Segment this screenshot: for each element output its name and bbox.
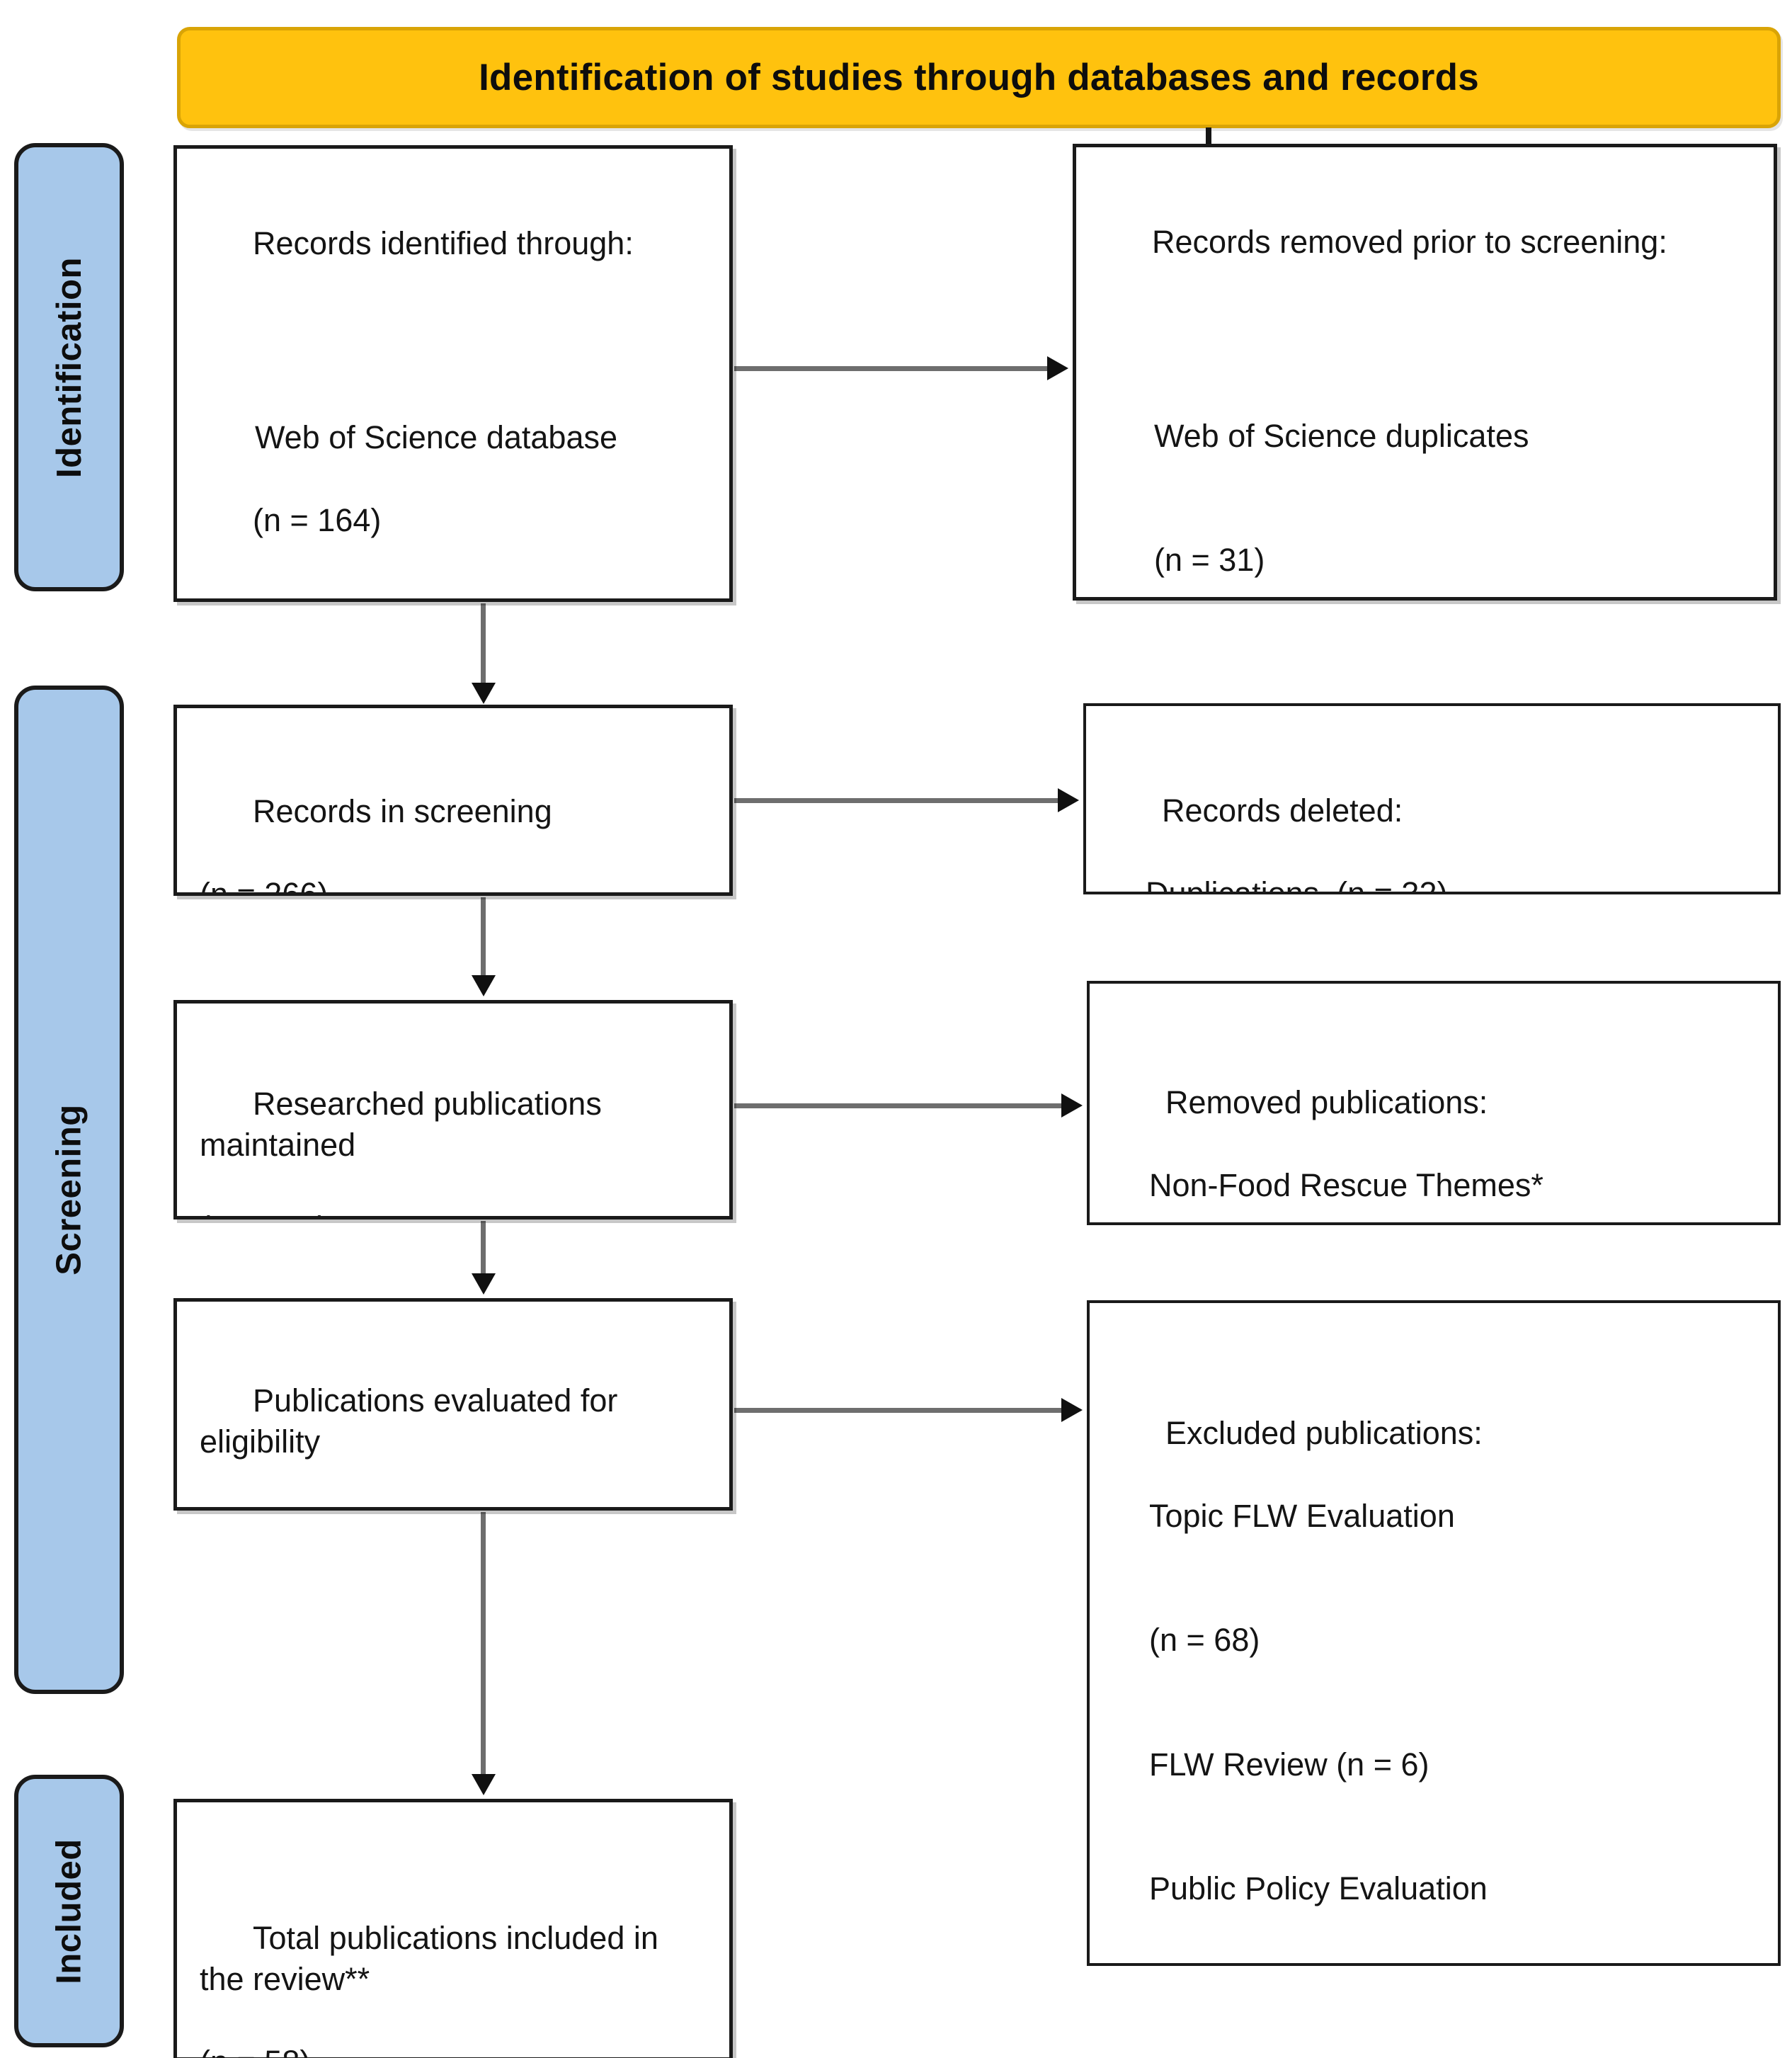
arrow-down-icon-screening-maintained <box>472 975 496 996</box>
publications-maintained-label: Researched publications maintained <box>200 1085 611 1164</box>
connector-eligibility-to-total <box>481 1512 486 1780</box>
connector-maintained-to-removedpubs <box>734 1103 1063 1108</box>
arrow-right-icon-screening-deleted <box>1058 788 1079 812</box>
excluded-reason-2: FLW Review (n = 6) <box>1149 1746 1429 1783</box>
excluded-reason-3-label: Public Policy Evaluation <box>1149 1870 1488 1906</box>
records-identified-heading: Records identified through: <box>253 224 634 261</box>
box-records-in-screening: Records in screening (n = 266) <box>173 705 733 896</box>
box-publications-eligibility-text: Publications evaluated for eligibility (… <box>200 1326 707 1508</box>
publications-eligibility-count: (n = 143) <box>200 1504 707 1507</box>
records-removed-item1-label: Web of Science duplicates <box>1154 417 1529 454</box>
box-removed-publications-text: Removed publications: Non-Food Rescue Th… <box>1112 1008 1755 1222</box>
total-included-count: (n = 58) <box>200 2042 707 2057</box>
connector-identified-to-screening <box>481 603 486 688</box>
records-in-screening-label: Records in screening <box>253 792 552 829</box>
connector-screening-to-maintained <box>481 897 486 981</box>
excluded-publications-heading: Excluded publications: <box>1165 1414 1483 1451</box>
stage-label-identification: Identification <box>50 256 89 478</box>
records-in-screening-count: (n = 266) <box>200 875 329 896</box>
diagram-header-banner: Identification of studies through databa… <box>177 27 1781 128</box>
total-included-label: Total publications included in the revie… <box>200 1919 668 1998</box>
stage-pill-screening: Screening <box>14 686 124 1694</box>
connector-eligibility-to-excluded <box>734 1408 1063 1413</box>
spacer <box>200 306 707 334</box>
box-excluded-publications: Excluded publications: Topic FLW Evaluat… <box>1087 1300 1781 1966</box>
connector-header-to-removed <box>1206 127 1211 149</box>
records-removed-item1-count: (n = 31) <box>1154 542 1265 578</box>
connector-maintained-to-eligibility <box>481 1221 486 1278</box>
box-records-removed-prior: Records removed prior to screening: Web … <box>1073 144 1777 601</box>
records-deleted-item1: Duplications (n = 32) <box>1146 875 1448 894</box>
stage-pill-included: Included <box>14 1775 124 2047</box>
records-identified-source1-count: (n = 164) <box>253 501 382 538</box>
arrow-down-icon-identified-screening <box>472 683 496 704</box>
box-records-in-screening-text: Records in screening (n = 266) <box>200 732 707 896</box>
box-total-included: Total publications included in the revie… <box>173 1799 733 2058</box>
removed-publications-heading: Removed publications: <box>1165 1084 1488 1120</box>
arrow-right-icon-identified-removed <box>1047 356 1068 380</box>
box-records-identified-text: Records identified through: Web of Scien… <box>200 173 707 599</box>
publications-maintained-count: (n = 234) <box>200 1207 707 1216</box>
diagram-title: Identification of studies through databa… <box>479 57 1479 98</box>
box-total-included-text: Total publications included in the revie… <box>200 1826 707 2058</box>
box-records-deleted: Records deleted: Duplications (n = 32) <box>1083 703 1781 894</box>
box-records-identified: Records identified through: Web of Scien… <box>173 145 733 602</box>
box-publications-maintained-text: Researched publications maintained (n = … <box>200 1028 707 1217</box>
arrow-down-icon-eligibility-total <box>472 1774 496 1795</box>
box-removed-publications: Removed publications: Non-Food Rescue Th… <box>1087 981 1781 1225</box>
excluded-reason-1-count: (n = 68) <box>1149 1622 1260 1658</box>
records-deleted-heading: Records deleted: <box>1162 792 1403 829</box>
arrow-right-icon-eligibility-excluded <box>1061 1398 1083 1422</box>
stage-pill-identification: Identification <box>14 143 124 591</box>
stage-label-included: Included <box>50 1838 89 1984</box>
stage-label-screening: Screening <box>50 1104 89 1275</box>
excluded-reason-1-label: Topic FLW Evaluation <box>1149 1497 1455 1534</box>
spacer <box>200 583 707 599</box>
box-excluded-publications-text: Excluded publications: Topic FLW Evaluat… <box>1112 1327 1755 1963</box>
arrow-right-icon-maintained-removedpubs <box>1061 1093 1083 1118</box>
removed-publications-item1-label: Non-Food Rescue Themes* <box>1149 1166 1543 1203</box>
connector-screening-to-deleted <box>734 798 1060 803</box>
box-publications-eligibility: Publications evaluated for eligibility (… <box>173 1298 733 1511</box>
records-removed-heading: Records removed prior to screening: <box>1152 223 1667 260</box>
box-records-removed-prior-text: Records removed prior to screening: Web … <box>1099 171 1751 597</box>
arrow-down-icon-maintained-eligibility <box>472 1273 496 1295</box>
connector-identified-to-removed <box>734 366 1049 371</box>
box-publications-maintained: Researched publications maintained (n = … <box>173 1000 733 1220</box>
publications-eligibility-label: Publications evaluated for eligibility <box>200 1382 627 1460</box>
box-records-deleted-text: Records deleted: Duplications (n = 32) <box>1109 730 1755 894</box>
records-identified-source1-label: Web of Science database <box>255 419 618 455</box>
spacer <box>1099 305 1751 333</box>
